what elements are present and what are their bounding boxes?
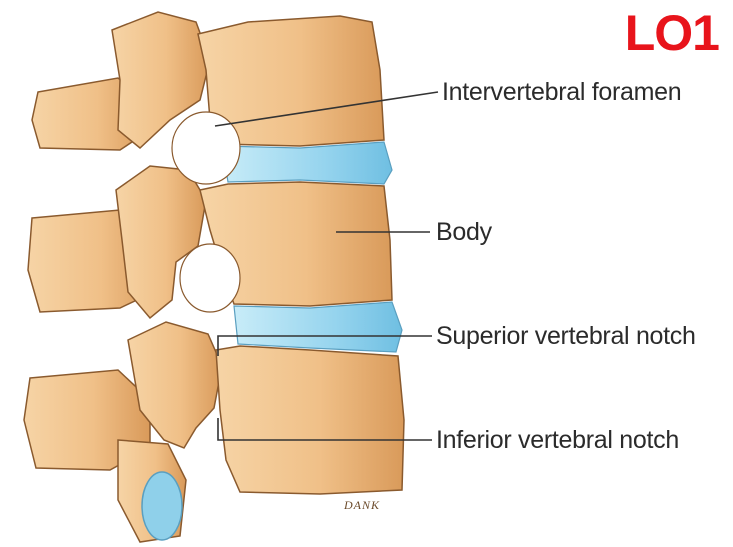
intervertebral-disc-upper: [222, 142, 392, 184]
label-superior-vertebral-notch: Superior vertebral notch: [436, 322, 696, 351]
vertebral-body-bottom: [216, 346, 404, 494]
label-inferior-vertebral-notch: Inferior vertebral notch: [436, 426, 679, 455]
transverse-process-bottom: [118, 440, 186, 542]
intervertebral-disc-lower: [234, 302, 402, 352]
intervertebral-foramen-upper: [172, 112, 240, 184]
label-intervertebral-foramen: Intervertebral foramen: [442, 78, 681, 107]
label-body: Body: [436, 218, 492, 247]
intervertebral-foramen-lower: [180, 244, 240, 312]
slide-tag: LO1: [625, 4, 719, 62]
artist-signature: DANK: [344, 498, 380, 513]
